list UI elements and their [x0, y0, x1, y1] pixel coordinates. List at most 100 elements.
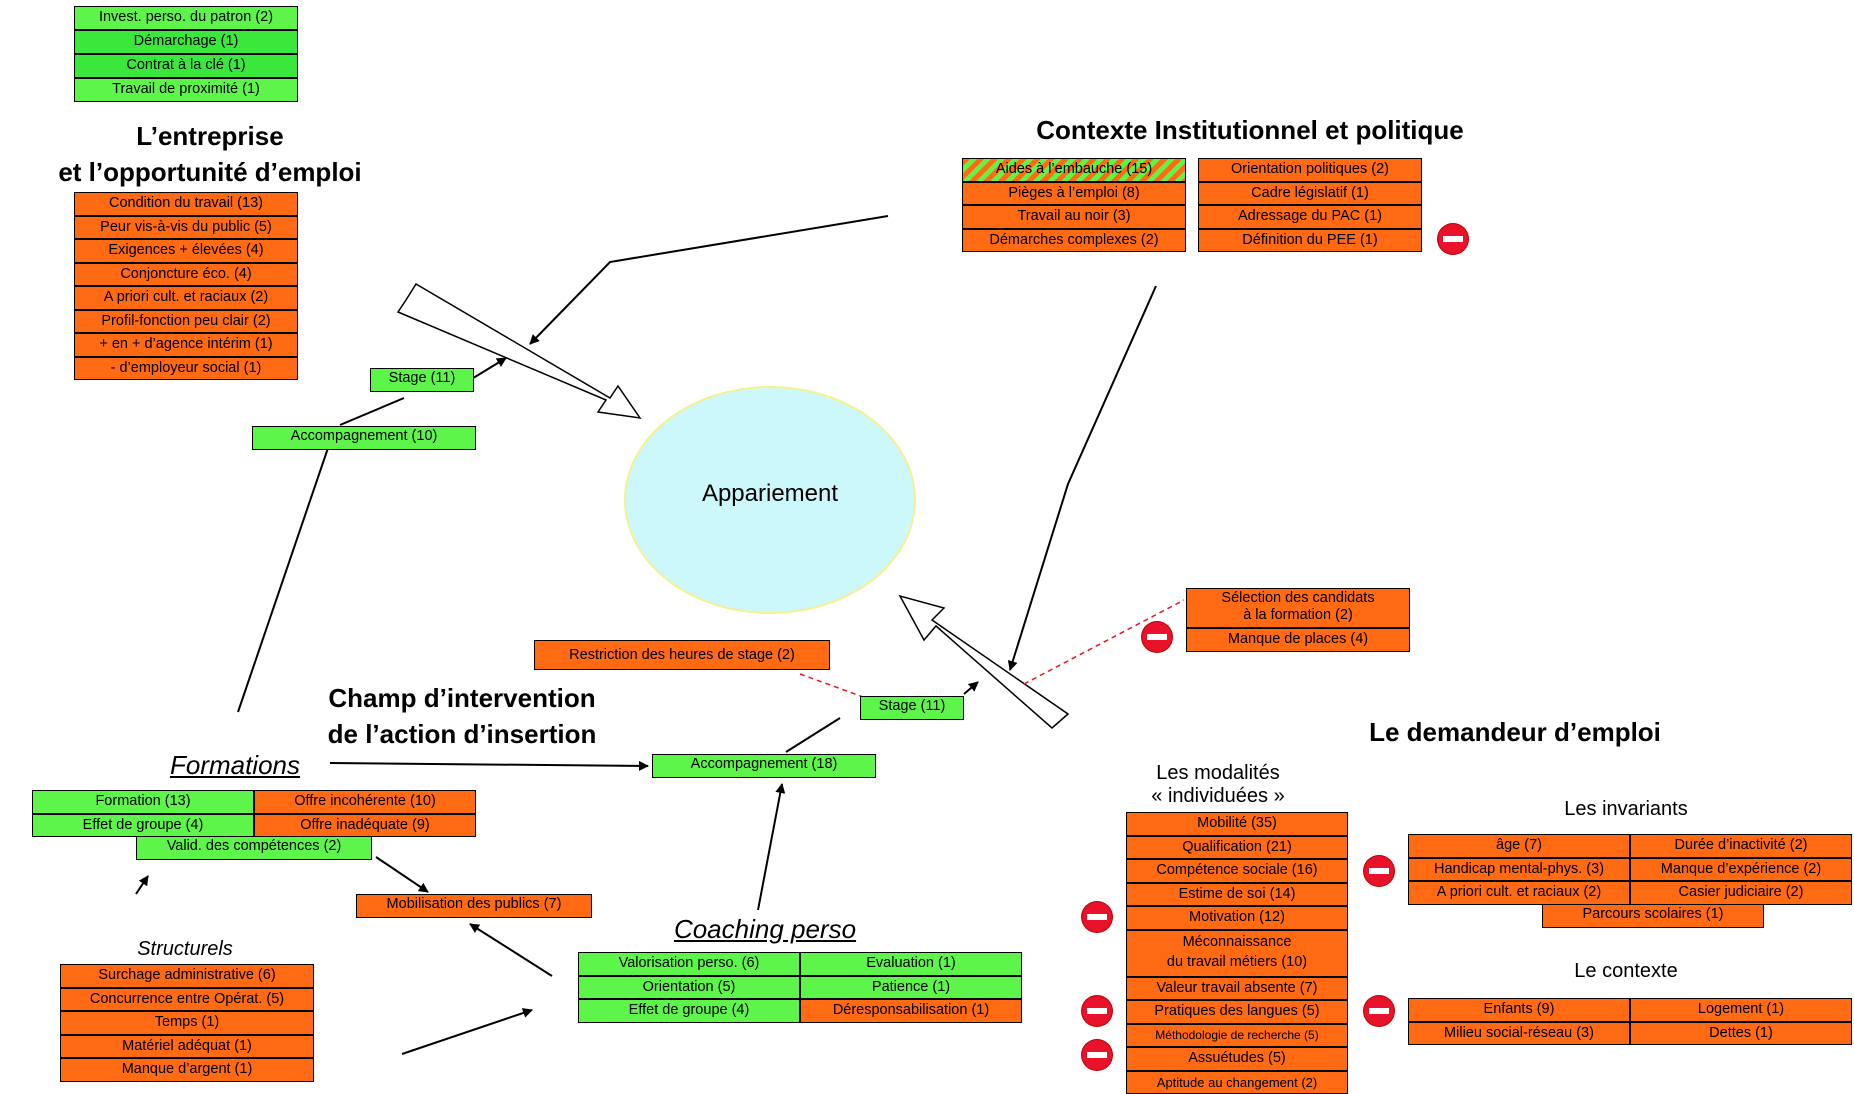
title-demandeur: Le demandeur d’emploi: [1300, 714, 1730, 750]
list-item: Peur vis-à-vis du public (5): [74, 216, 298, 240]
line-formations-to-accomp-left: [238, 448, 328, 712]
modalites-list: Mobilité (35) Qualification (21) Compéte…: [1126, 812, 1348, 1094]
no-entry-icon: [1082, 996, 1112, 1026]
table-cell: Patience (1): [800, 976, 1022, 1000]
line-coaching-to-mobilisation: [470, 924, 552, 976]
restriction-box: Restriction des heures de stage (2): [534, 640, 830, 670]
coaching-heading: Coaching perso: [640, 914, 890, 945]
list-item: Travail au noir (3): [962, 205, 1186, 229]
table-cell: Offre inadéquate (9): [254, 814, 476, 838]
parcours-box: Parcours scolaires (1): [1542, 904, 1764, 928]
mobilisation-box: Mobilisation des publics (7): [356, 894, 592, 918]
list-item: Pratiques des langues (5): [1126, 1000, 1348, 1024]
accompagnement-left-box: Accompagnement (10): [252, 426, 476, 450]
table-cell: Valorisation perso. (6): [578, 952, 800, 976]
list-item: Travail de proximité (1): [74, 78, 298, 102]
table-cell: Enfants (9): [1408, 998, 1630, 1022]
list-item: Valeur travail absente (7): [1126, 977, 1348, 1001]
accompagnement-right-box: Accompagnement (18): [652, 754, 876, 778]
stage-right-box: Stage (11): [860, 696, 964, 720]
formations-heading: Formations: [150, 750, 320, 781]
list-item: Démarches complexes (2): [962, 229, 1186, 253]
structurels-heading: Structurels: [60, 938, 310, 961]
line-coaching-to-accomp: [758, 784, 782, 910]
formations-table: Formation (13) Offre incohérente (10) Ef…: [32, 790, 476, 837]
stage-left-box: Stage (11): [370, 368, 474, 392]
list-item: Pièges à l’emploi (8): [962, 182, 1186, 206]
line-accomp-stage-left: [340, 398, 404, 425]
table-cell: Logement (1): [1630, 998, 1852, 1022]
table-cell: Evaluation (1): [800, 952, 1022, 976]
contexte-left-list: Aides à l’embauche (15) Pièges à l’emplo…: [962, 158, 1186, 252]
table-cell: Déresponsabilisation (1): [800, 999, 1022, 1023]
list-item: Estime de soi (14): [1126, 883, 1348, 907]
line-stage-to-center-left: [470, 358, 506, 380]
modalites-heading: Les modalités « individuées »: [1108, 762, 1328, 808]
arrow-contexte-to-entreprise: [530, 216, 888, 344]
list-item: Profil-fonction peu clair (2): [74, 310, 298, 334]
table-cell: Effet de groupe (4): [32, 814, 254, 838]
list-item: Méconnaissance du travail métiers (10): [1126, 930, 1348, 977]
list-item-line: du travail métiers (10): [1129, 952, 1345, 972]
list-item: Orientation politiques (2): [1198, 158, 1422, 182]
list-item: Méthodologie de recherche (5): [1126, 1024, 1348, 1048]
title-line: et l’opportunité d’emploi: [0, 154, 420, 190]
contexte-demandeur-table: Enfants (9) Logement (1) Milieu social-r…: [1408, 998, 1852, 1045]
line-valid-to-mobilisation: [376, 857, 428, 892]
table-cell: Effet de groupe (4): [578, 999, 800, 1023]
structurels-list: Surchage administrative (6) Concurrence …: [60, 964, 314, 1082]
entreprise-list: Condition du travail (13) Peur vis-à-vis…: [74, 192, 298, 380]
list-item: Surchage administrative (6): [60, 964, 314, 988]
list-item: Invest. perso. du patron (2): [74, 6, 298, 30]
table-cell: âge (7): [1408, 834, 1630, 858]
no-entry-icon: [1142, 622, 1172, 652]
list-item: Matériel adéquat (1): [60, 1035, 314, 1059]
no-entry-icon: [1364, 996, 1394, 1026]
list-item: Compétence sociale (16): [1126, 859, 1348, 883]
invariants-table: âge (7) Durée d’inactivité (2) Handicap …: [1408, 834, 1852, 905]
table-cell: Orientation (5): [578, 976, 800, 1000]
list-item: Contrat à la clé (1): [74, 54, 298, 78]
list-item: Définition du PEE (1): [1198, 229, 1422, 253]
line-stage-to-center-right: [964, 682, 978, 694]
contexte-demandeur-heading: Le contexte: [1446, 960, 1806, 983]
list-item: A priori cult. et raciaux (2): [74, 286, 298, 310]
list-item: Condition du travail (13): [74, 192, 298, 216]
table-cell: Casier judiciaire (2): [1630, 881, 1852, 905]
list-item: Sélection des candidats à la formation (…: [1186, 588, 1410, 628]
table-cell: Offre incohérente (10): [254, 790, 476, 814]
list-item: Mobilité (35): [1126, 812, 1348, 836]
line-accomp-stage-right: [786, 718, 840, 752]
title-line: Champ d’intervention: [262, 680, 662, 716]
title-contexte: Contexte Institutionnel et politique: [900, 112, 1600, 148]
table-cell: Dettes (1): [1630, 1022, 1852, 1046]
table-cell: A priori cult. et raciaux (2): [1408, 881, 1630, 905]
valid-competences-box: Valid. des compétences (2): [136, 836, 372, 860]
heading-line: Les modalités: [1108, 762, 1328, 785]
list-item-line: Méconnaissance: [1129, 932, 1345, 952]
list-item: Cadre législatif (1): [1198, 182, 1422, 206]
title-line: de l’action d’insertion: [262, 716, 662, 752]
no-entry-icon: [1364, 856, 1394, 886]
title-entreprise: L’entreprise et l’opportunité d’emploi: [0, 118, 420, 190]
no-entry-icon: [1082, 902, 1112, 932]
list-item-line: Sélection des candidats: [1189, 590, 1407, 607]
table-cell: Milieu social-réseau (3): [1408, 1022, 1630, 1046]
line-structurels-to-coaching: [402, 1010, 532, 1054]
line-formations-to-accomp-right: [330, 763, 648, 766]
list-item: + en + d’agence intérim (1): [74, 333, 298, 357]
list-item: Manque d’argent (1): [60, 1058, 314, 1082]
table-cell: Formation (13): [32, 790, 254, 814]
list-item: Conjoncture éco. (4): [74, 263, 298, 287]
table-cell: Manque d’expérience (2): [1630, 858, 1852, 882]
heading-line: « individuées »: [1108, 785, 1328, 808]
selection-list: Sélection des candidats à la formation (…: [1186, 588, 1410, 652]
list-item: Adressage du PAC (1): [1198, 205, 1422, 229]
list-item: Démarchage (1): [74, 30, 298, 54]
title-champ: Champ d’intervention de l’action d’inser…: [262, 680, 662, 752]
dashed-restriction-stage: [800, 674, 866, 698]
list-item: Qualification (21): [1126, 836, 1348, 860]
list-item: Assuétudes (5): [1126, 1047, 1348, 1071]
list-item: - d’employeur social (1): [74, 357, 298, 381]
table-cell: Handicap mental-phys. (3): [1408, 858, 1630, 882]
